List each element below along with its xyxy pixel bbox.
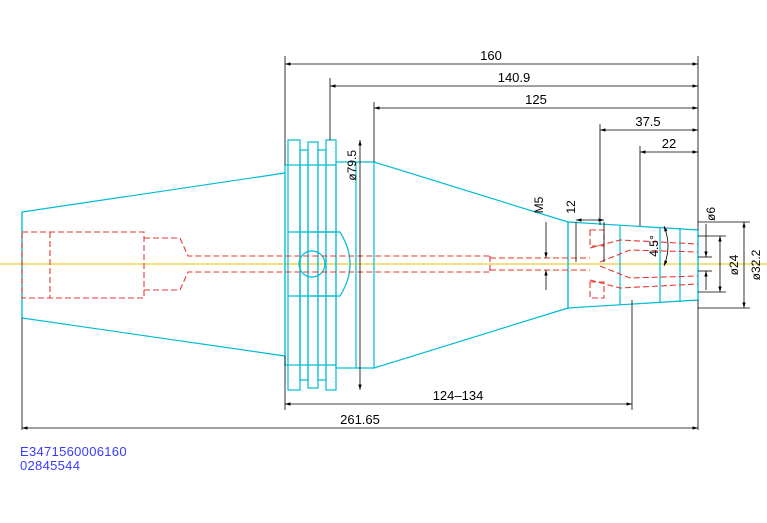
- hidden-lines: [21, 229, 699, 299]
- dim-flange-to-end: 140.9: [498, 70, 531, 85]
- dim-overall-length: 261.65: [340, 412, 380, 427]
- dim-nose-diameter: ø32.2: [749, 249, 763, 280]
- dimension-lines: [21, 56, 750, 430]
- part-number: E3471560006160: [20, 444, 127, 459]
- dim-body-length: 125: [525, 92, 547, 107]
- dim-taper-angle: 4.5°: [647, 235, 661, 257]
- order-number: 02845544: [20, 458, 81, 473]
- dim-thread-depth: 12: [564, 200, 578, 214]
- dim-collet-diameter: ø24: [727, 254, 741, 275]
- dim-collet-length: 22: [662, 136, 676, 151]
- dim-bore-diameter: ø6: [704, 207, 718, 221]
- dim-nose-length: 37.5: [635, 114, 660, 129]
- dim-gauge-length: 160: [480, 48, 502, 63]
- dim-thread: M5: [532, 196, 546, 213]
- dim-flange-diameter: ø79.5: [345, 150, 359, 181]
- dim-adjust-range: 124–134: [433, 388, 484, 403]
- tool-holder-outline: [21, 139, 699, 391]
